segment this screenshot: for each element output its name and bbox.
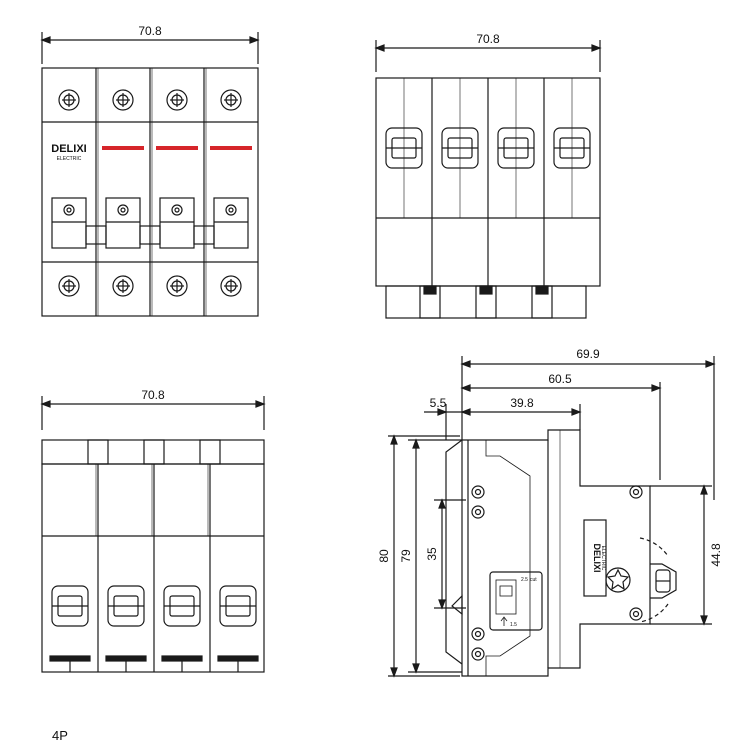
side-brand-plate xyxy=(583,519,607,597)
front-toggle-handles xyxy=(51,197,249,249)
side-brand-sub: ELECTRIC xyxy=(600,546,606,571)
side-depth-front-label: 60.5 xyxy=(548,372,572,386)
bottom-release-tabs xyxy=(49,655,259,672)
side-body-outline xyxy=(461,429,651,677)
bottom-view: 70.8 xyxy=(40,388,266,673)
side-vertical-dimensions: 80 79 35 44.8 xyxy=(377,434,723,678)
side-label-card xyxy=(489,571,543,631)
top-width-dimension: 70.8 xyxy=(374,32,602,72)
side-horizontal-dimensions: 69.9 60.5 5.5 39.8 xyxy=(424,347,716,500)
label-card-line3: 1.5 xyxy=(510,622,517,628)
side-offset-label: 5.5 xyxy=(430,396,447,410)
side-body-depth-label: 39.8 xyxy=(510,396,534,410)
top-terminal-windows xyxy=(385,127,591,169)
brand-logo: DELIXI xyxy=(51,143,86,155)
top-rail-clips xyxy=(385,285,587,319)
bottom-width-label: 70.8 xyxy=(141,388,165,402)
bottom-body-outline xyxy=(41,463,265,673)
front-bottom-screws xyxy=(58,275,242,297)
top-width-label: 70.8 xyxy=(476,32,500,46)
front-view: 70.8 xyxy=(40,24,260,317)
red-stripe xyxy=(156,146,198,150)
top-view: 70.8 xyxy=(374,32,602,319)
red-stripe xyxy=(210,146,252,150)
bottom-width-dimension: 70.8 xyxy=(40,388,266,430)
side-height-total-label: 80 xyxy=(377,549,391,563)
side-brand-logo: DELIXI xyxy=(592,543,602,572)
variant-label: 4P xyxy=(52,728,68,743)
side-handle xyxy=(639,537,677,623)
front-width-dimension: 70.8 xyxy=(40,24,260,64)
bottom-terminal-windows xyxy=(51,585,257,627)
front-top-screws xyxy=(58,89,242,111)
red-stripe xyxy=(102,146,144,150)
label-card-line2: cut xyxy=(530,577,537,583)
side-height-body-label: 79 xyxy=(399,549,413,563)
side-depth-overall-label: 69.9 xyxy=(576,347,600,361)
brand-sub: ELECTRIC xyxy=(57,156,82,162)
side-height-rail-label: 35 xyxy=(425,547,439,561)
front-width-label: 70.8 xyxy=(138,24,162,38)
star-screw-icon xyxy=(605,567,631,593)
side-view: 69.9 60.5 5.5 39.8 80 79 xyxy=(377,347,723,678)
label-card-line1: 2.5 xyxy=(521,577,528,583)
side-height-cover-label: 44.8 xyxy=(709,543,723,567)
